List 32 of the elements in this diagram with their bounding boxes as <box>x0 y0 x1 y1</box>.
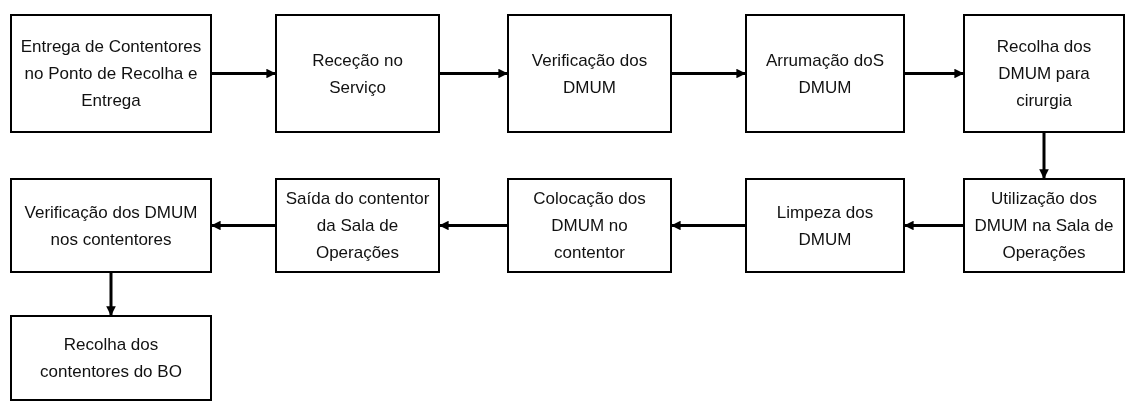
process-box <box>275 178 440 273</box>
arrow <box>440 68 508 79</box>
arrow <box>905 68 964 79</box>
process-box <box>745 178 905 273</box>
process-box <box>745 14 905 133</box>
arrow <box>106 273 116 316</box>
process-box <box>963 178 1125 273</box>
step-label: Saída do contentor da Sala de Operações <box>284 188 431 264</box>
step-label: Receção no Serviço <box>311 49 404 99</box>
process-box <box>963 14 1125 133</box>
arrow <box>672 68 746 79</box>
step-label: Recolha dos contentores do BO <box>39 334 183 383</box>
step-label: Recolha dos DMUM para cirurgia <box>995 36 1093 112</box>
arrow <box>1039 133 1049 179</box>
arrow <box>439 220 507 231</box>
arrow <box>671 220 745 231</box>
arrow <box>211 220 275 231</box>
step-label: Limpeza dos DMUM <box>775 201 875 251</box>
process-box <box>10 315 212 401</box>
process-box <box>507 14 672 133</box>
process-box <box>507 178 672 273</box>
step-label: Verificação dos DMUM nos contentores <box>23 201 199 251</box>
step-label: Verificação dos DMUM <box>530 49 649 99</box>
step-label: Entrega de Contentores no Ponto de Recolha e Entrega <box>19 36 203 112</box>
step-label: Arrumação doS DMUM <box>764 49 886 99</box>
step-label: Utilização dos DMUM na Sala de Operações <box>973 188 1115 264</box>
arrow <box>904 220 963 231</box>
process-box <box>275 14 440 133</box>
arrow <box>212 68 276 79</box>
step-label: Colocação dos DMUM no contentor <box>532 188 647 264</box>
process-box <box>10 178 212 273</box>
process-box <box>10 14 212 133</box>
